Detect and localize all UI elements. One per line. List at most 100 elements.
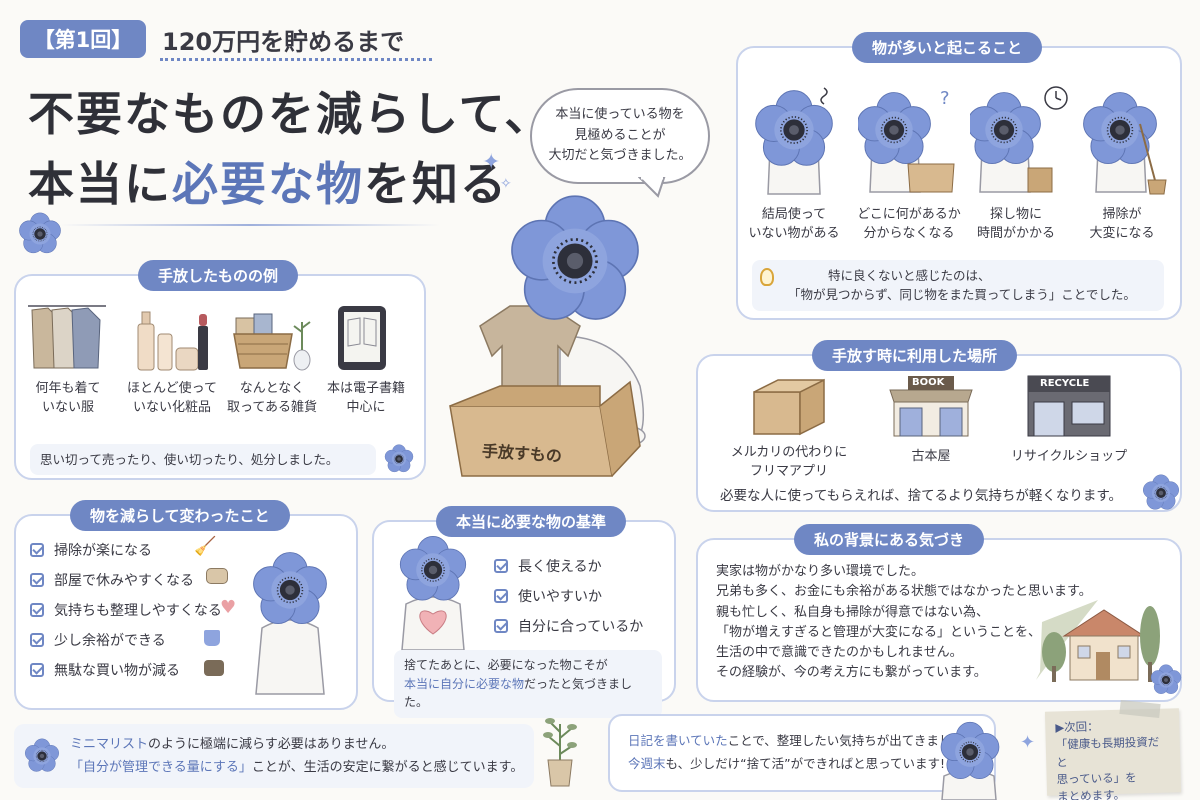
character-illustration: [754, 87, 834, 195]
too-many-caption: 結局使って いない物がある: [748, 207, 840, 241]
criteria-item: 長く使えるか: [494, 556, 602, 576]
place-caption: メルカリの代わりに フリマアプリ: [730, 445, 848, 479]
sparkle-icon: ✧: [500, 176, 512, 192]
change-item: 無駄な買い物が減る: [30, 660, 180, 680]
let-go-caption: 本は電子書籍 中心に: [326, 381, 405, 415]
minimalist-rest: のように極端に減らす必要はありません。: [148, 737, 395, 752]
minimalist-line-2: 「自分が管理できる量にする」ことが、生活の安定に繋がると感じています。: [70, 757, 523, 780]
checkbox-icon: [30, 633, 44, 647]
potted-plant-icon: [543, 718, 577, 787]
minimalist-note-text: ミニマリストのように極端に減らす必要はありません。 「自分が管理できる量にする」…: [70, 734, 523, 780]
wallet-icon: [204, 660, 224, 676]
speech-bubble-tail: [638, 176, 666, 198]
character-heart-illustration: [399, 535, 467, 651]
episode-badge: 【第1回】: [20, 20, 146, 58]
checkbox-icon: [30, 573, 44, 587]
character-broom-illustration: [1082, 91, 1167, 195]
next-time-line-1: 「健康も長期投資だと: [1055, 735, 1160, 769]
change-item: 気持ちも整理しやすくなる: [30, 600, 222, 620]
character-clock-illustration: [970, 86, 1068, 193]
too-many-note-line-1: 特に良くないと感じたのは、: [828, 268, 991, 283]
checkbox-icon: [30, 663, 44, 677]
flower-icon: [384, 444, 414, 473]
background-line: 親も忙しく、私自身も掃除が得意ではない為、: [716, 604, 990, 620]
too-many-caption: どこに何があるか 分からなくなる: [857, 207, 961, 241]
background-line: その経験が、今の考え方にも繋がっています。: [716, 665, 987, 681]
diary-note-card: [608, 714, 996, 792]
character-box-illustration: ?: [858, 88, 955, 193]
changes-title: 物を減らして変わったこと: [70, 500, 290, 531]
place-caption: 古本屋: [911, 449, 951, 464]
criteria-note: 捨てたあとに、必要になった物こそが 本当に自分に必要な物だったと気づきました。: [394, 650, 662, 718]
headline-part-a: 本当に: [28, 157, 172, 211]
speech-line-2: 見極めることが: [574, 127, 666, 143]
change-item: 部屋で休みやすくなる: [30, 570, 194, 590]
criteria-item: 自分に合っているか: [494, 616, 643, 636]
clothes-icon: [28, 305, 106, 369]
svg-text:?: ?: [940, 88, 950, 109]
diary-highlight: 今週末: [628, 755, 666, 771]
let-go-note: 思い切って売ったり、使い切ったり、処分しました。: [30, 444, 376, 476]
sparkle-icon: ✦: [482, 150, 501, 175]
diary-note-text: 日記を書いていたことで、整理したい気持ちが出てきました。 今週末も、少しだけ“捨…: [628, 730, 976, 775]
headline-highlight: 必要な物: [172, 157, 364, 211]
let-go-examples-title: 手放したものの例: [138, 260, 299, 291]
diary-highlight: 日記を書いていた: [628, 733, 728, 748]
bookstore-sign: BOOK: [912, 377, 945, 388]
places-used-note: 必要な人に使ってもらえれば、捨てるより気持ちが軽くなります。: [720, 488, 1123, 504]
series-title: 120万円を貯めるまで: [162, 28, 405, 56]
criteria-item-label: 自分に合っているか: [518, 619, 644, 635]
change-item: 掃除が楽になる: [30, 540, 152, 560]
next-time-line-3: まとめます。: [1056, 787, 1126, 800]
criteria-note-rest: だったと気づきました。: [404, 676, 633, 710]
minimalist-line-1: ミニマリストのように極端に減らす必要はありません。: [70, 734, 523, 757]
too-many-note-line-2: 「物が見つからず、同じ物をまた買ってしまう」ことでした。: [788, 287, 1136, 303]
cardboard-box-icon: [753, 378, 825, 436]
change-item: 少し余裕ができる: [30, 630, 166, 650]
criteria-note-line-1: 捨てたあとに、必要になった物こそが: [404, 658, 608, 672]
headline-line-2: 本当に必要な物を知る: [28, 148, 508, 214]
speech-line-1: 本当に使っている物を: [555, 106, 685, 122]
diary-line-2: 今週末も、少しだけ“捨て活”ができればと思っています!: [628, 753, 976, 776]
too-many-caption: 探し物に 時間がかかる: [976, 207, 1055, 241]
checkbox-icon: [494, 619, 508, 633]
sparkle-icon: ✦: [1020, 732, 1036, 753]
criteria-item-label: 使いやすいか: [518, 589, 602, 605]
sofa-icon: [206, 568, 228, 584]
place-caption: リサイクルショップ: [1010, 449, 1128, 464]
too-many-things-title: 物が多いと起こること: [852, 32, 1043, 63]
flower-icon: [24, 738, 60, 772]
criteria-item: 使いやすいか: [494, 586, 602, 606]
change-item-label: 無駄な買い物が減る: [54, 663, 180, 679]
change-item-label: 少し余裕ができる: [54, 633, 166, 649]
background-line: 「物が増えすぎると管理が大変になる」ということを、: [716, 624, 1042, 640]
basket-icon: [233, 313, 311, 371]
minimalist-rest: ことが、生活の安定に繋がると感じています。: [251, 759, 524, 775]
let-go-caption: ほとんど使って いない化粧品: [127, 381, 217, 415]
let-go-caption: なんとなく 取ってある雑貨: [227, 381, 317, 415]
broom-icon: 🧹: [194, 536, 217, 557]
background-line: 兄弟も多く、お金にも余裕がある状態ではなかったと思います。: [716, 584, 1092, 600]
speech-line-3: 大切だと気づきました。: [548, 148, 692, 164]
background-title: 私の背景にある気づき: [794, 524, 985, 555]
cosmetics-icon: [137, 311, 208, 371]
heart-icon: ♥: [220, 597, 237, 618]
recycle-shop-sign: RECYCLE: [1040, 378, 1090, 389]
diary-line-1: 日記を書いていたことで、整理したい気持ちが出てきました。: [628, 730, 976, 753]
recycle-shop-icon: [1027, 375, 1111, 437]
character-illustration: [449, 194, 646, 477]
change-item-label: 気持ちも整理しやすくなる: [54, 603, 222, 619]
change-item-label: 掃除が楽になる: [54, 543, 152, 559]
diary-rest: ことで、整理したい気持ちが出てきました。: [727, 733, 977, 748]
minimalist-highlight: 「自分が管理できる量にする」: [70, 759, 252, 775]
criteria-note-highlight: 本当に自分に必要な物: [404, 676, 525, 691]
let-go-caption: 何年も着て いない服: [35, 381, 101, 415]
criteria-title: 本当に必要な物の基準: [436, 506, 627, 537]
checkbox-icon: [30, 543, 44, 557]
ereader-icon: [338, 306, 386, 370]
too-many-caption: 掃除が 大変になる: [1089, 207, 1155, 241]
series-title-underline: [160, 58, 432, 61]
next-time-note: ▶次回： 「健康も長期投資だと 思っている」を まとめます。: [1044, 708, 1182, 800]
background-text: 実家は物がかなり多い環境でした。 兄弟も多く、お金にも余裕がある状態ではなかった…: [716, 562, 1092, 684]
diary-rest: も、少しだけ“捨て活”ができればと思っています!: [665, 755, 945, 771]
